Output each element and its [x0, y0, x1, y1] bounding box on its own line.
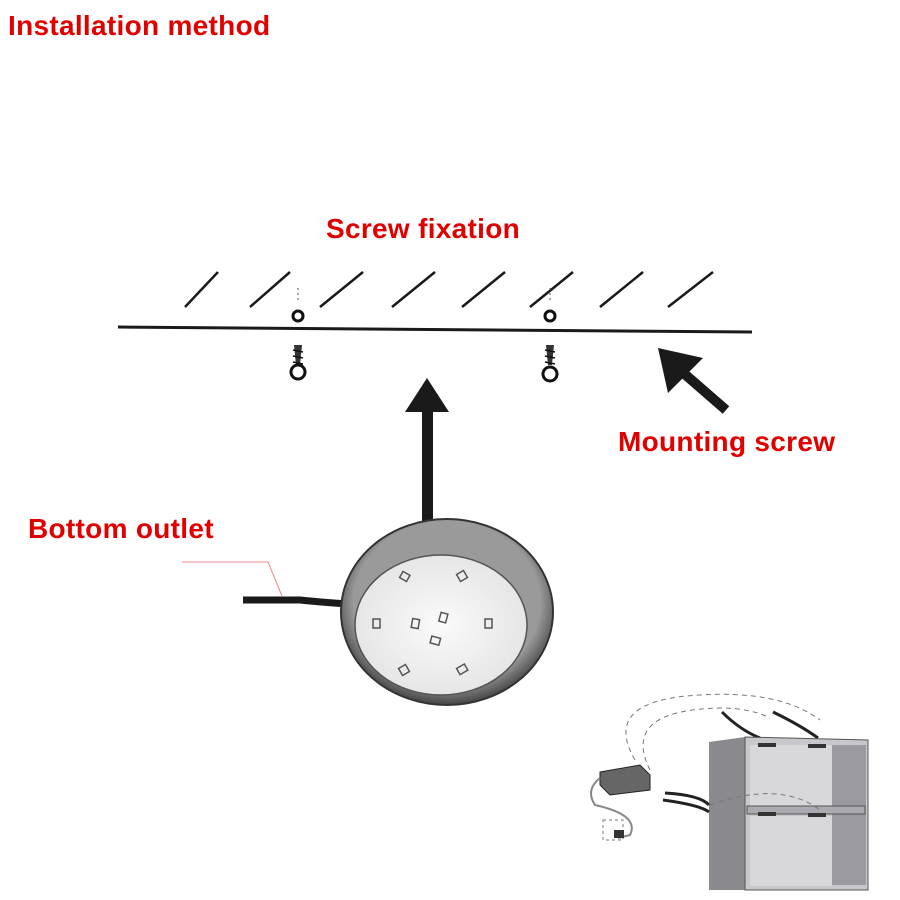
label-mounting-screw: Mounting screw	[618, 426, 836, 457]
page-title: Installation method	[8, 10, 271, 41]
ceiling-line	[117, 325, 753, 334]
arrow-up-icon	[405, 378, 449, 523]
ceiling-hatching	[184, 271, 714, 308]
screw-left-icon	[289, 288, 307, 381]
screw-right-icon	[541, 288, 559, 383]
puck-light	[340, 518, 554, 706]
label-screw-fixation: Screw fixation	[326, 213, 521, 244]
label-leader-line	[182, 561, 283, 597]
cable	[243, 596, 351, 608]
arrow-diagonal-icon	[658, 348, 730, 414]
label-bottom-outlet: Bottom outlet	[28, 513, 214, 544]
cabinet-illustration	[590, 693, 869, 891]
